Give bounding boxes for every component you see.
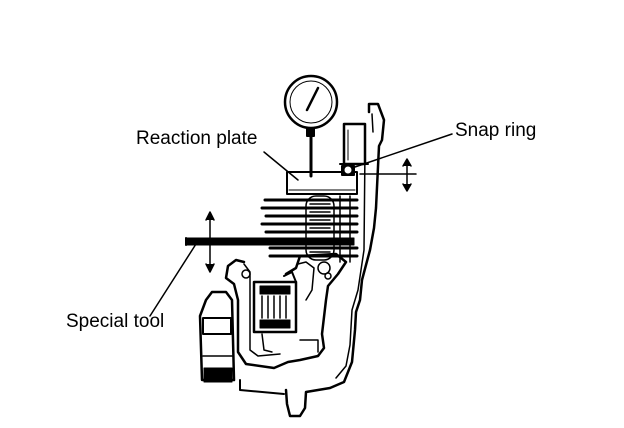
gauge-needle <box>305 86 320 112</box>
reaction-plate-leader <box>263 151 299 181</box>
left-shaft <box>198 290 285 395</box>
clearance-arrow-right <box>359 158 417 192</box>
clutch-hub <box>305 195 351 263</box>
special-tool-leader <box>149 243 197 317</box>
needle-bearing <box>252 271 298 334</box>
lower-body <box>224 252 348 370</box>
snap-ring-leader <box>351 133 453 169</box>
reaction-plate-label: Reaction plate <box>136 128 258 149</box>
snap-ring-label: Snap ring <box>455 120 537 141</box>
housing-wall <box>284 102 386 418</box>
clutch-discs <box>260 198 359 258</box>
snap-ring <box>341 165 355 176</box>
dial-gauge <box>283 74 339 178</box>
reaction-plate-block <box>286 171 358 195</box>
special-tool-bar <box>185 237 355 246</box>
special-tool-label: Special tool <box>66 311 165 332</box>
piston-column <box>339 122 369 166</box>
clearance-arrow-left <box>205 211 215 273</box>
